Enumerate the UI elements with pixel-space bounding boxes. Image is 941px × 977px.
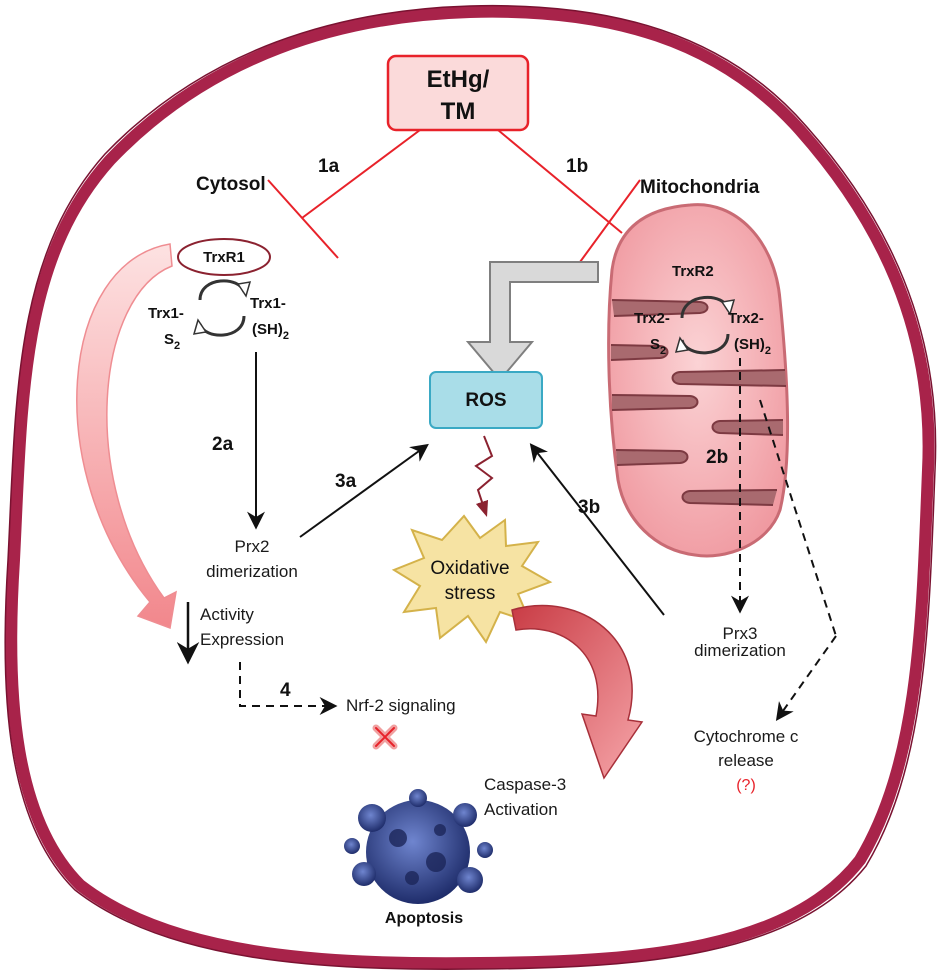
trx1-reduced-sh: (SH)2 <box>252 321 289 342</box>
trx2-reduced-sh: (SH)2 <box>734 336 771 357</box>
trigger-label-line2: TM <box>441 98 476 125</box>
oxidative-stress-line1: Oxidative <box>430 558 509 579</box>
prx3-to-ros-arrow <box>529 443 665 616</box>
cytosol-cycle-arrows-icon <box>192 279 252 337</box>
trigger-box <box>386 54 530 132</box>
stress-to-caspase-curved-arrow <box>511 604 644 780</box>
trx2-oxidized-s: S2 <box>650 336 666 357</box>
trxr1-ellipse <box>177 238 271 276</box>
mitochondrion <box>607 203 790 558</box>
prx2-line1: Prx2 <box>235 537 270 556</box>
step-2b: 2b <box>706 447 728 468</box>
step-3b: 3b <box>578 497 600 518</box>
step-4: 4 <box>280 680 291 701</box>
activity-label: Activity <box>200 605 254 624</box>
oxidative-stress-line2: stress <box>445 583 496 604</box>
expression-to-nrf2-dashed-arrow <box>239 662 338 715</box>
apoptotic-cell-icon <box>344 789 493 904</box>
caspase-line1: Caspase-3 <box>484 775 566 794</box>
trx2-reduced: Trx2- <box>728 310 764 327</box>
oxidative-stress-burst <box>391 514 553 645</box>
cell-membrane <box>5 5 935 970</box>
trxr1-label: TrxR1 <box>203 249 245 266</box>
trx2-oxidized: Trx2- <box>634 310 670 327</box>
cytochrome-note: (?) <box>736 777 756 794</box>
trxr2-label: TrxR2 <box>672 263 714 280</box>
prx3-line1: Prx3 <box>723 624 758 643</box>
ros-box <box>429 371 543 429</box>
cytochrome-line2: release <box>718 751 774 770</box>
caspase-line2: Activation <box>484 800 558 819</box>
step-1a: 1a <box>318 156 340 177</box>
ros-to-stress-zigzag <box>474 435 494 518</box>
prx2-line2: dimerization <box>206 562 298 581</box>
step-2a: 2a <box>212 434 234 455</box>
trigger-label-line1: EtHg/ <box>427 66 490 93</box>
inhibited-cross-icon <box>372 724 398 750</box>
trxr1-to-activity-curved-arrow <box>76 243 177 630</box>
step-3a: 3a <box>335 471 357 492</box>
cytochrome-dashed-arrow-tail <box>775 635 837 721</box>
ros-label: ROS <box>465 390 506 411</box>
cytochrome-line1: Cytochrome c <box>694 727 799 746</box>
mito-to-ros-block-arrow <box>465 261 599 382</box>
expression-label: Expression <box>200 630 284 649</box>
prx2-to-ros-arrow <box>299 443 429 538</box>
inhibition-lines <box>267 129 641 263</box>
trx1-reduced: Trx1- <box>250 295 286 312</box>
nrf2-label: Nrf-2 signaling <box>346 696 456 715</box>
trx1-oxidized-s: S2 <box>164 331 180 352</box>
mitochondria-label: Mitochondria <box>640 177 760 198</box>
cytosol-label: Cytosol <box>196 174 266 195</box>
prx3-line2: dimerization <box>694 641 786 660</box>
mito-cycle-arrows-icon <box>674 296 736 355</box>
trx1-oxidized: Trx1- <box>148 305 184 322</box>
apoptosis-label: Apoptosis <box>385 910 463 927</box>
step-1b: 1b <box>566 156 588 177</box>
